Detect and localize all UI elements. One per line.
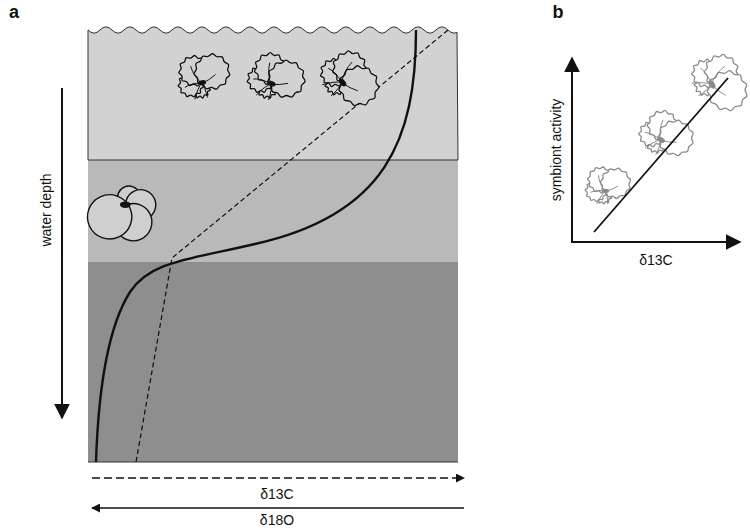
surface-band xyxy=(88,27,458,160)
foram-shell xyxy=(632,101,701,171)
foraminifera xyxy=(81,43,750,253)
axis-label: δ13C xyxy=(639,253,672,267)
symbiont-plot xyxy=(571,58,740,242)
axis-label: δ18O xyxy=(260,513,294,527)
axis-label: δ13C xyxy=(260,487,293,501)
foram-shell xyxy=(314,45,384,117)
d13c-profile xyxy=(136,30,448,462)
water-column xyxy=(62,27,464,508)
d13c-axis-arrow xyxy=(92,477,464,479)
d18o-axis-arrow xyxy=(92,507,464,509)
axis-label: symbiont activity xyxy=(549,99,563,202)
foram-shell xyxy=(81,174,162,252)
foram-shell xyxy=(688,51,750,116)
trend-line xyxy=(594,78,728,232)
axis-label: water depth xyxy=(39,173,53,246)
foram-shell xyxy=(581,159,635,212)
foram-shell xyxy=(175,48,233,104)
panel-letter: b xyxy=(553,3,564,21)
deep-band xyxy=(88,262,458,462)
d18o-profile xyxy=(96,30,416,462)
depth-arrow xyxy=(61,88,63,418)
foram-shell xyxy=(240,43,313,116)
panel-letter: a xyxy=(9,3,19,21)
